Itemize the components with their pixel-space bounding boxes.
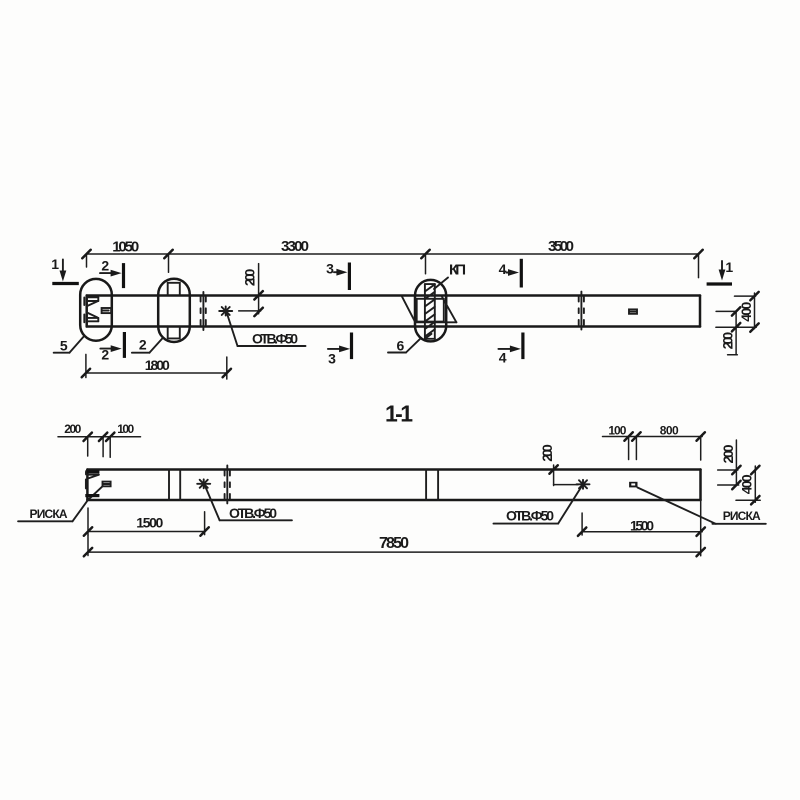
svg-text:2: 2 [101,347,109,363]
svg-text:1500: 1500 [136,515,163,531]
svg-text:1: 1 [725,259,733,275]
svg-text:200: 200 [64,422,81,436]
svg-text:7850: 7850 [379,535,409,552]
svg-text:200: 200 [539,444,555,462]
svg-text:200: 200 [720,444,736,463]
svg-text:РИСКА: РИСКА [723,509,761,523]
svg-text:РИСКА: РИСКА [30,507,68,521]
svg-text:5: 5 [60,337,68,353]
svg-text:3: 3 [326,261,334,277]
svg-text:3500: 3500 [548,238,574,255]
svg-text:400: 400 [738,301,754,321]
svg-text:КП: КП [449,262,466,279]
svg-text:ОТВ.Ф50: ОТВ.Ф50 [229,505,277,521]
svg-text:1500: 1500 [630,518,654,534]
svg-text:4: 4 [499,350,507,366]
svg-text:3300: 3300 [281,238,309,255]
svg-text:1-1: 1-1 [385,401,413,427]
svg-text:200: 200 [242,268,258,286]
svg-text:1: 1 [51,256,59,272]
svg-text:ОТВ.Ф50: ОТВ.Ф50 [506,508,554,524]
svg-text:800: 800 [660,424,679,438]
svg-text:200: 200 [720,332,736,350]
svg-text:3: 3 [328,350,336,366]
svg-text:100: 100 [117,422,134,436]
svg-text:1050: 1050 [112,239,139,256]
svg-text:100: 100 [608,424,626,438]
svg-text:2: 2 [139,337,147,353]
svg-text:ОТВ.Ф50: ОТВ.Ф50 [252,331,298,347]
svg-text:1800: 1800 [145,357,170,373]
svg-text:400: 400 [739,474,755,494]
svg-text:6: 6 [397,337,405,353]
svg-text:2: 2 [101,258,109,274]
svg-text:4: 4 [499,261,507,277]
